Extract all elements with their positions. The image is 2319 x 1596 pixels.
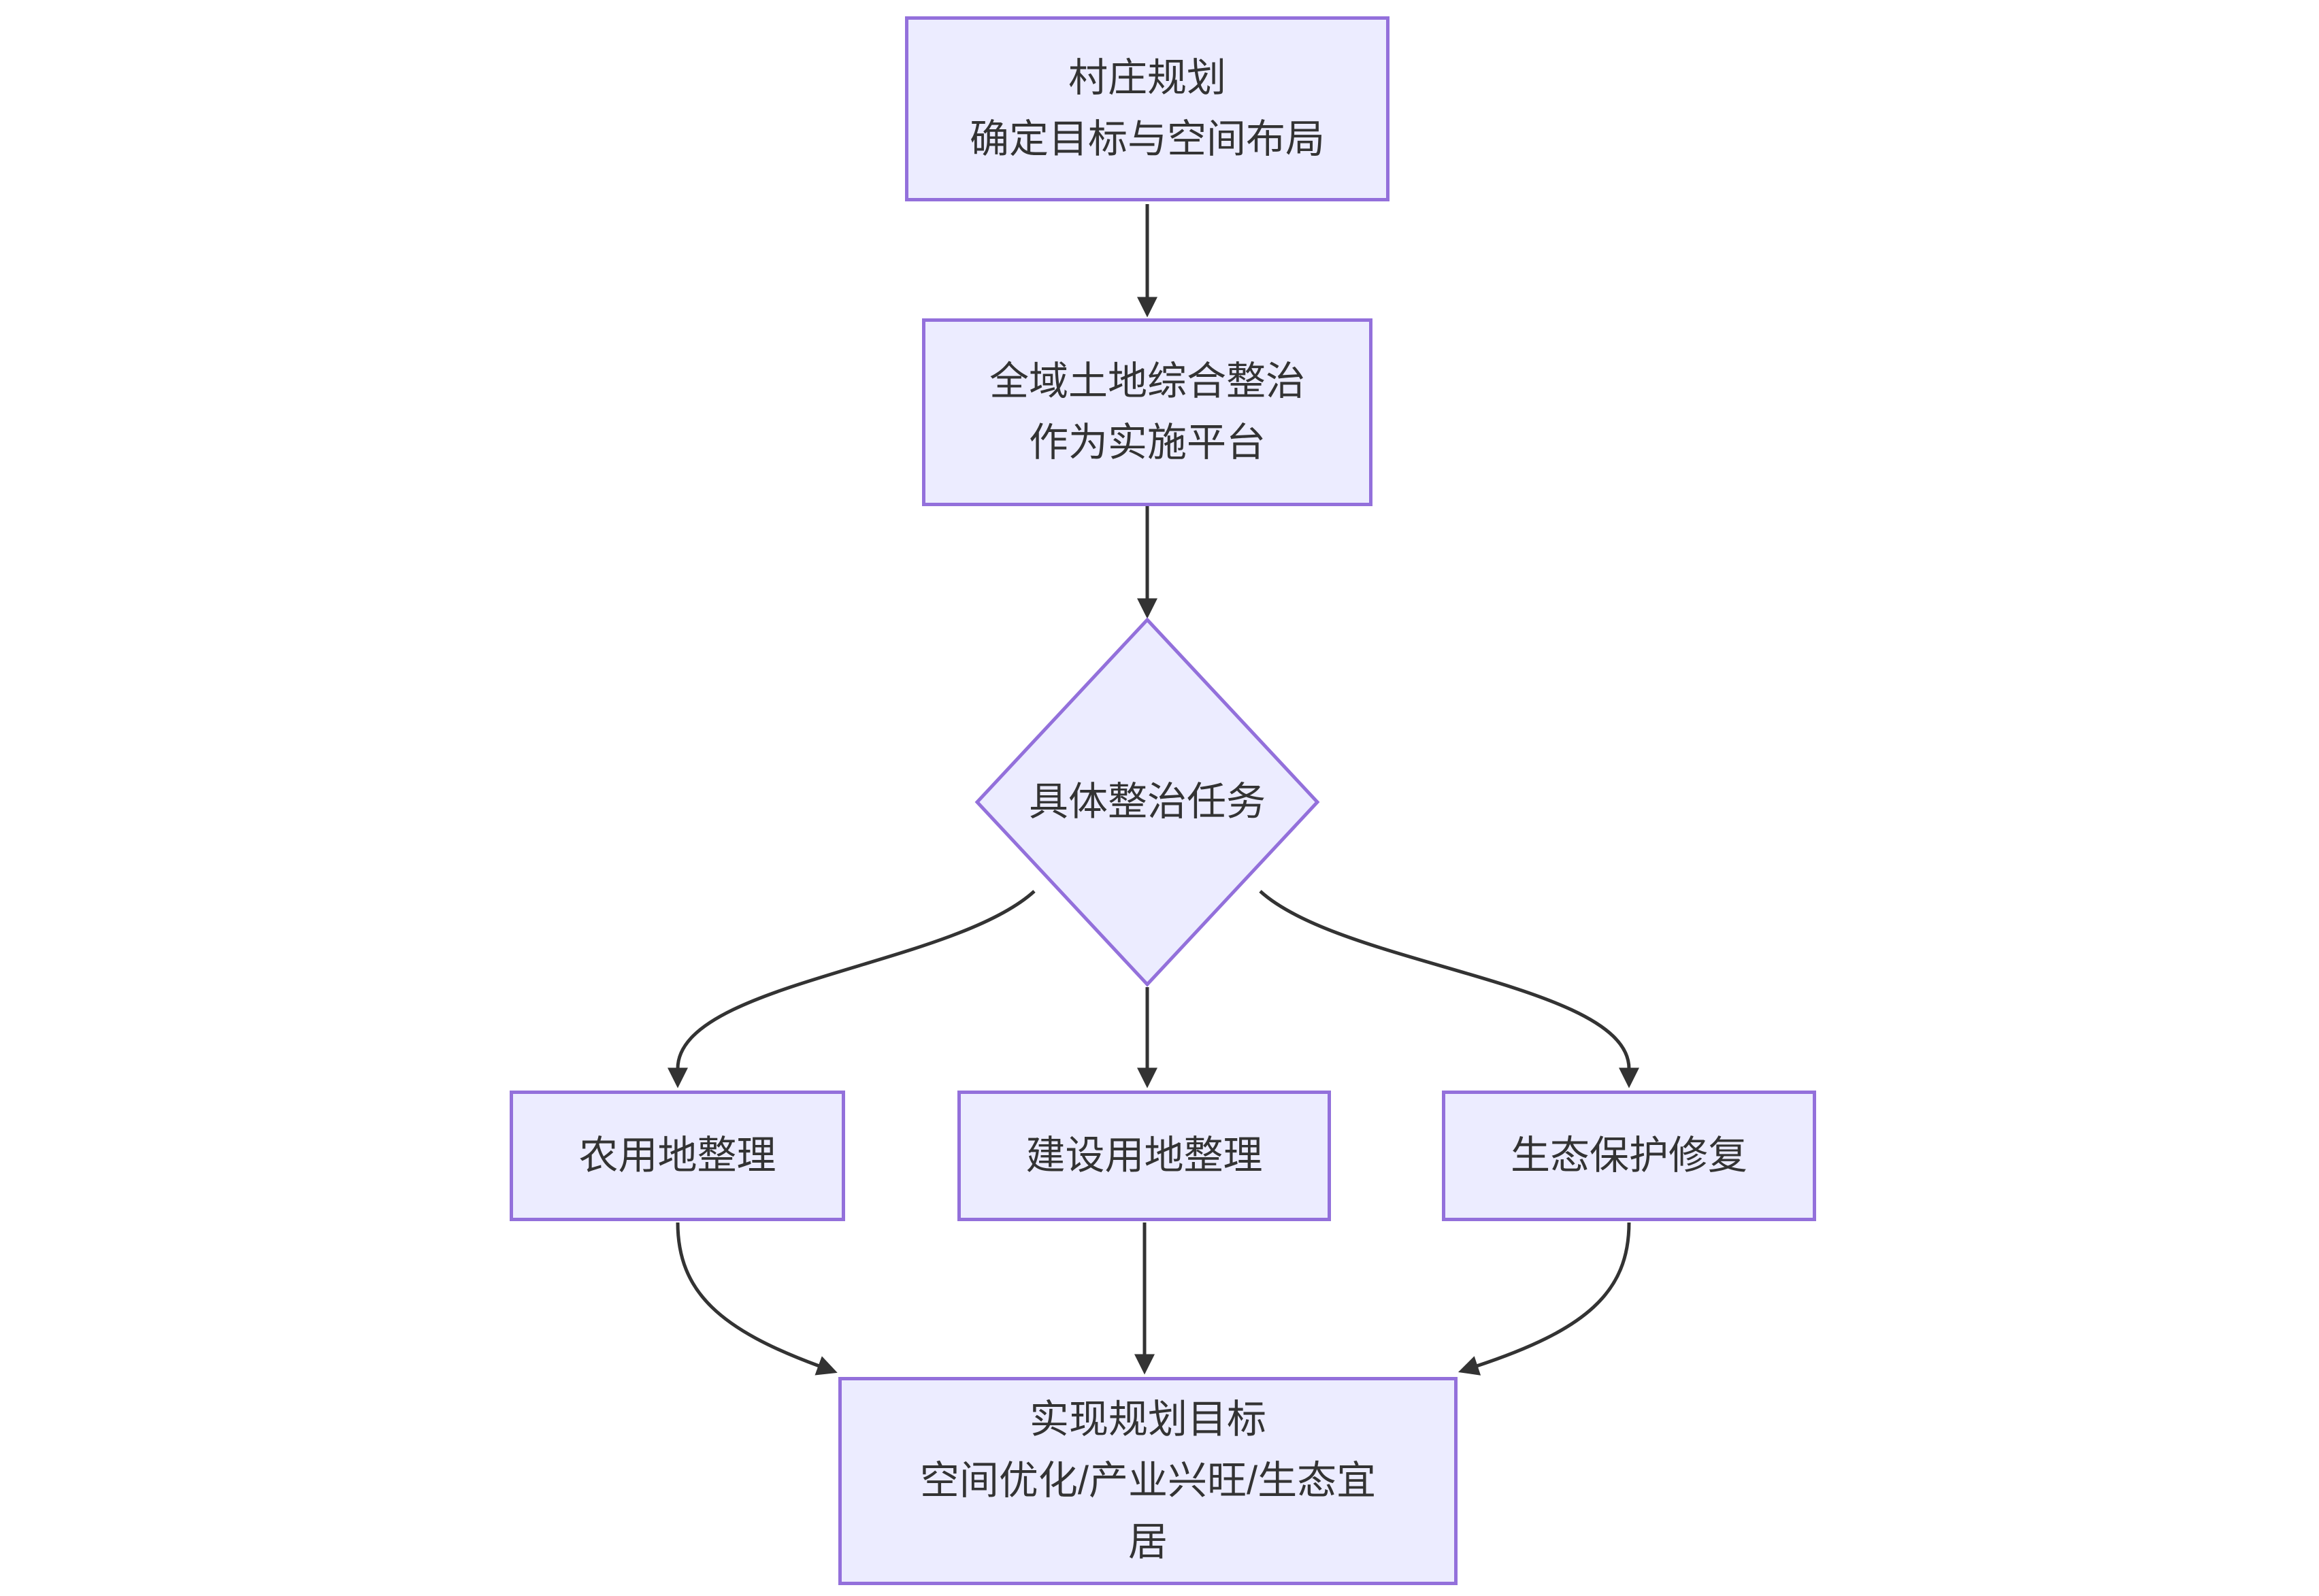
node-platform-line-1: 全域土地综合整治 bbox=[989, 359, 1305, 403]
node-village-plan: 村庄规划 确定目标与空间布局 bbox=[905, 16, 1389, 201]
node-village-plan-line-1: 村庄规划 bbox=[1068, 56, 1226, 100]
node-goal-line-1: 实现规划目标 bbox=[1029, 1397, 1266, 1442]
node-land-consolidation-platform: 全域土地综合整治 作为实施平台 bbox=[922, 318, 1372, 506]
node-goal-line-3: 居 bbox=[1128, 1520, 1168, 1564]
node-eco-restoration-label: 生态保护修复 bbox=[1510, 1133, 1747, 1178]
node-village-plan-line-2: 确定目标与空间布局 bbox=[969, 117, 1325, 161]
node-eco-restoration: 生态保护修复 bbox=[1442, 1091, 1816, 1221]
node-agricultural-land: 农用地整理 bbox=[510, 1091, 845, 1221]
node-construction-land: 建设用地整理 bbox=[957, 1091, 1331, 1221]
edge-agricultural-land-to-goal bbox=[676, 1222, 838, 1376]
node-goal-line-2: 空间优化/产业兴旺/生态宜 bbox=[919, 1459, 1377, 1503]
node-decision-label: 具体整治任务 bbox=[1028, 780, 1266, 824]
edge-decision-to-eco-restoration bbox=[1259, 890, 1639, 1088]
node-platform-line-2: 作为实施平台 bbox=[1028, 420, 1266, 465]
node-agricultural-land-label: 农用地整理 bbox=[578, 1133, 776, 1178]
node-construction-land-label: 建设用地整理 bbox=[1025, 1133, 1263, 1178]
decision-diamond-shape bbox=[974, 617, 1320, 987]
node-goal: 实现规划目标 空间优化/产业兴旺/生态宜 居 bbox=[838, 1377, 1458, 1585]
edge-eco-restoration-to-goal bbox=[1458, 1222, 1631, 1376]
edge-decision-to-agricultural-land bbox=[668, 890, 1036, 1088]
